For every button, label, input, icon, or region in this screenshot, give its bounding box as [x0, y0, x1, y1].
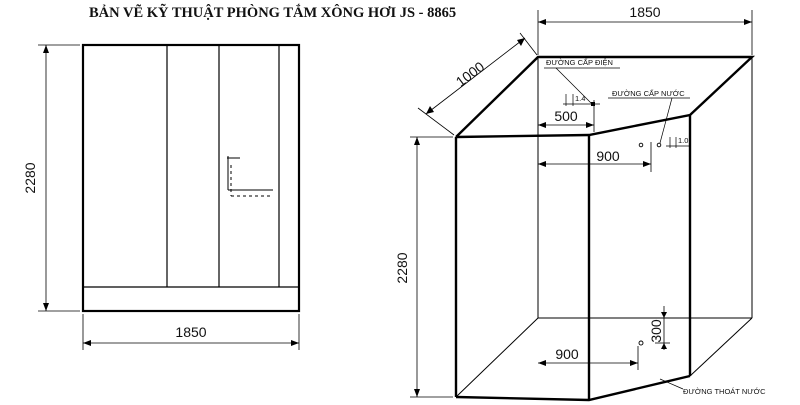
iso-depth-label: 1000	[453, 58, 488, 90]
iso-top-width-label: 1850	[629, 4, 660, 20]
offset-900-top-label: 900	[596, 148, 620, 164]
drain-leader	[659, 378, 684, 390]
water-outlet-left-icon	[638, 142, 644, 148]
iso-depth-dimension	[417, 32, 538, 136]
offset-300-label: 300	[648, 319, 664, 343]
front-outline	[81, 43, 301, 313]
offset-900-bottom-label: 900	[555, 346, 579, 362]
drain-outlet-icon	[638, 340, 644, 346]
front-height-label: 2280	[22, 162, 38, 193]
electric-leader	[555, 67, 593, 105]
water-label: ĐƯỜNG CẤP NƯỚC	[612, 88, 685, 98]
iso-height-dimension	[410, 136, 453, 398]
electric-label: ĐƯỜNG CẤP ĐIỆN	[546, 57, 613, 67]
front-width-dimension	[82, 314, 300, 350]
offset-900-bottom-dimension	[538, 346, 639, 370]
offset-900-top-dimension	[538, 142, 652, 172]
annotation-1-0	[666, 137, 690, 148]
iso-view	[454, 55, 756, 402]
front-view: 2280 1850	[22, 43, 301, 350]
drain-label: ĐƯỜNG THOÁT NƯỚC	[683, 387, 766, 396]
water-leader	[659, 97, 673, 144]
annotation-1-4-label: 1.4	[575, 94, 585, 103]
front-height-dimension	[38, 44, 80, 312]
iso-top-width-dimension	[537, 10, 753, 55]
door-handle-icon	[227, 156, 273, 197]
offset-300-dimension	[655, 306, 670, 350]
annotation-1-0-label: 1.0	[678, 136, 688, 145]
front-width-label: 1850	[175, 324, 206, 340]
water-outlet-right-icon	[656, 142, 662, 148]
offset-500-label: 500	[554, 108, 578, 124]
annotation-1-4	[563, 94, 600, 106]
iso-height-label: 2280	[394, 252, 410, 283]
drawing-title: BẢN VẼ KỸ THUẬT PHÒNG TẮM XÔNG HƠI JS - …	[89, 3, 456, 21]
